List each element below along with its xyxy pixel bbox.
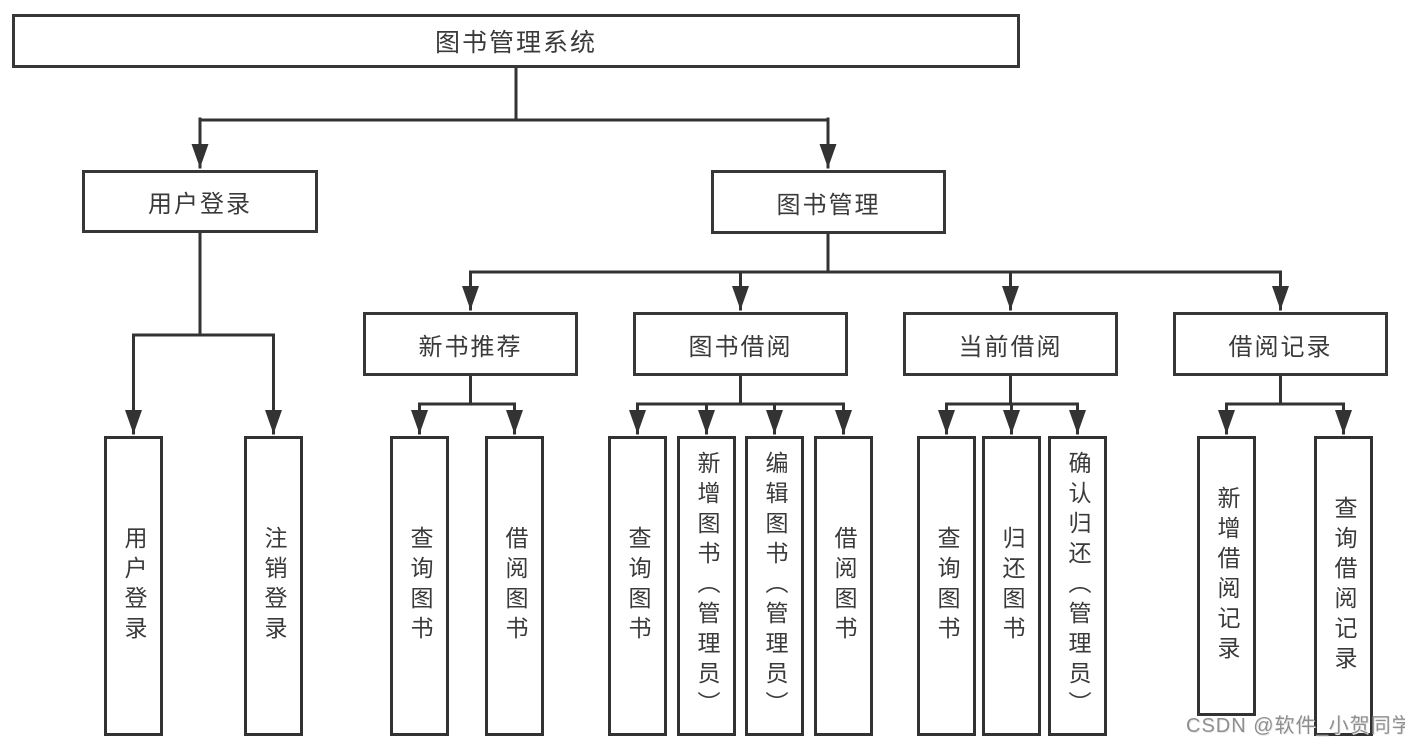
node-branch-book-management-label: 图书管理 <box>776 191 881 219</box>
node-leaf-cb-confirm-return-admin-label: 确认归还（管理员） <box>1065 451 1091 721</box>
node-leaf-rec-add-record: 新增借阅记录 <box>1197 436 1256 716</box>
node-leaf-cb-return-books-label: 归还图书 <box>999 526 1025 646</box>
node-leaf-nb-query-books-label: 查询图书 <box>407 526 433 646</box>
node-module-book-borrow: 图书借阅 <box>633 312 848 376</box>
node-leaf-bb-query-books-label: 查询图书 <box>625 526 651 646</box>
node-leaf-bb-edit-books-admin-label: 编辑图书（管理员） <box>762 451 788 721</box>
node-leaf-user-login-label: 用户登录 <box>121 526 147 646</box>
node-branch-book-management: 图书管理 <box>711 170 946 234</box>
node-leaf-cb-confirm-return-admin: 确认归还（管理员） <box>1048 436 1107 736</box>
node-leaf-bb-add-books-admin-label: 新增图书（管理员） <box>694 451 720 721</box>
node-leaf-logout: 注销登录 <box>244 436 303 736</box>
node-leaf-bb-borrow-books: 借阅图书 <box>814 436 873 736</box>
node-leaf-nb-borrow-books-label: 借阅图书 <box>502 526 528 646</box>
node-module-new-book-recommend: 新书推荐 <box>363 312 578 376</box>
node-leaf-nb-query-books: 查询图书 <box>390 436 449 736</box>
csdn-watermark: CSDN @软件_小贺同学 <box>1186 715 1405 737</box>
node-leaf-cb-query-books: 查询图书 <box>917 436 976 736</box>
node-leaf-rec-query-record: 查询借阅记录 <box>1314 436 1373 736</box>
node-module-new-book-recommend-label: 新书推荐 <box>418 333 523 361</box>
node-leaf-bb-edit-books-admin: 编辑图书（管理员） <box>745 436 804 736</box>
node-leaf-logout-label: 注销登录 <box>261 526 287 646</box>
node-leaf-bb-add-books-admin: 新增图书（管理员） <box>677 436 736 736</box>
node-root-system: 图书管理系统 <box>12 14 1020 68</box>
node-leaf-bb-borrow-books-label: 借阅图书 <box>831 526 857 646</box>
node-leaf-rec-query-record-label: 查询借阅记录 <box>1331 496 1357 676</box>
node-leaf-bb-query-books: 查询图书 <box>608 436 667 736</box>
node-leaf-nb-borrow-books: 借阅图书 <box>485 436 544 736</box>
node-module-book-borrow-label: 图书借阅 <box>688 333 793 361</box>
node-leaf-user-login: 用户登录 <box>104 436 163 736</box>
node-module-borrow-records: 借阅记录 <box>1173 312 1388 376</box>
node-branch-user-login-label: 用户登录 <box>148 191 252 218</box>
node-module-current-borrow-label: 当前借阅 <box>958 333 1063 361</box>
node-module-current-borrow: 当前借阅 <box>903 312 1118 376</box>
node-branch-user-login: 用户登录 <box>82 170 318 233</box>
node-module-borrow-records-label: 借阅记录 <box>1228 333 1333 361</box>
node-leaf-cb-query-books-label: 查询图书 <box>934 526 960 646</box>
node-leaf-cb-return-books: 归还图书 <box>982 436 1041 736</box>
node-root-system-label: 图书管理系统 <box>434 29 597 57</box>
node-leaf-rec-add-record-label: 新增借阅记录 <box>1214 486 1240 666</box>
